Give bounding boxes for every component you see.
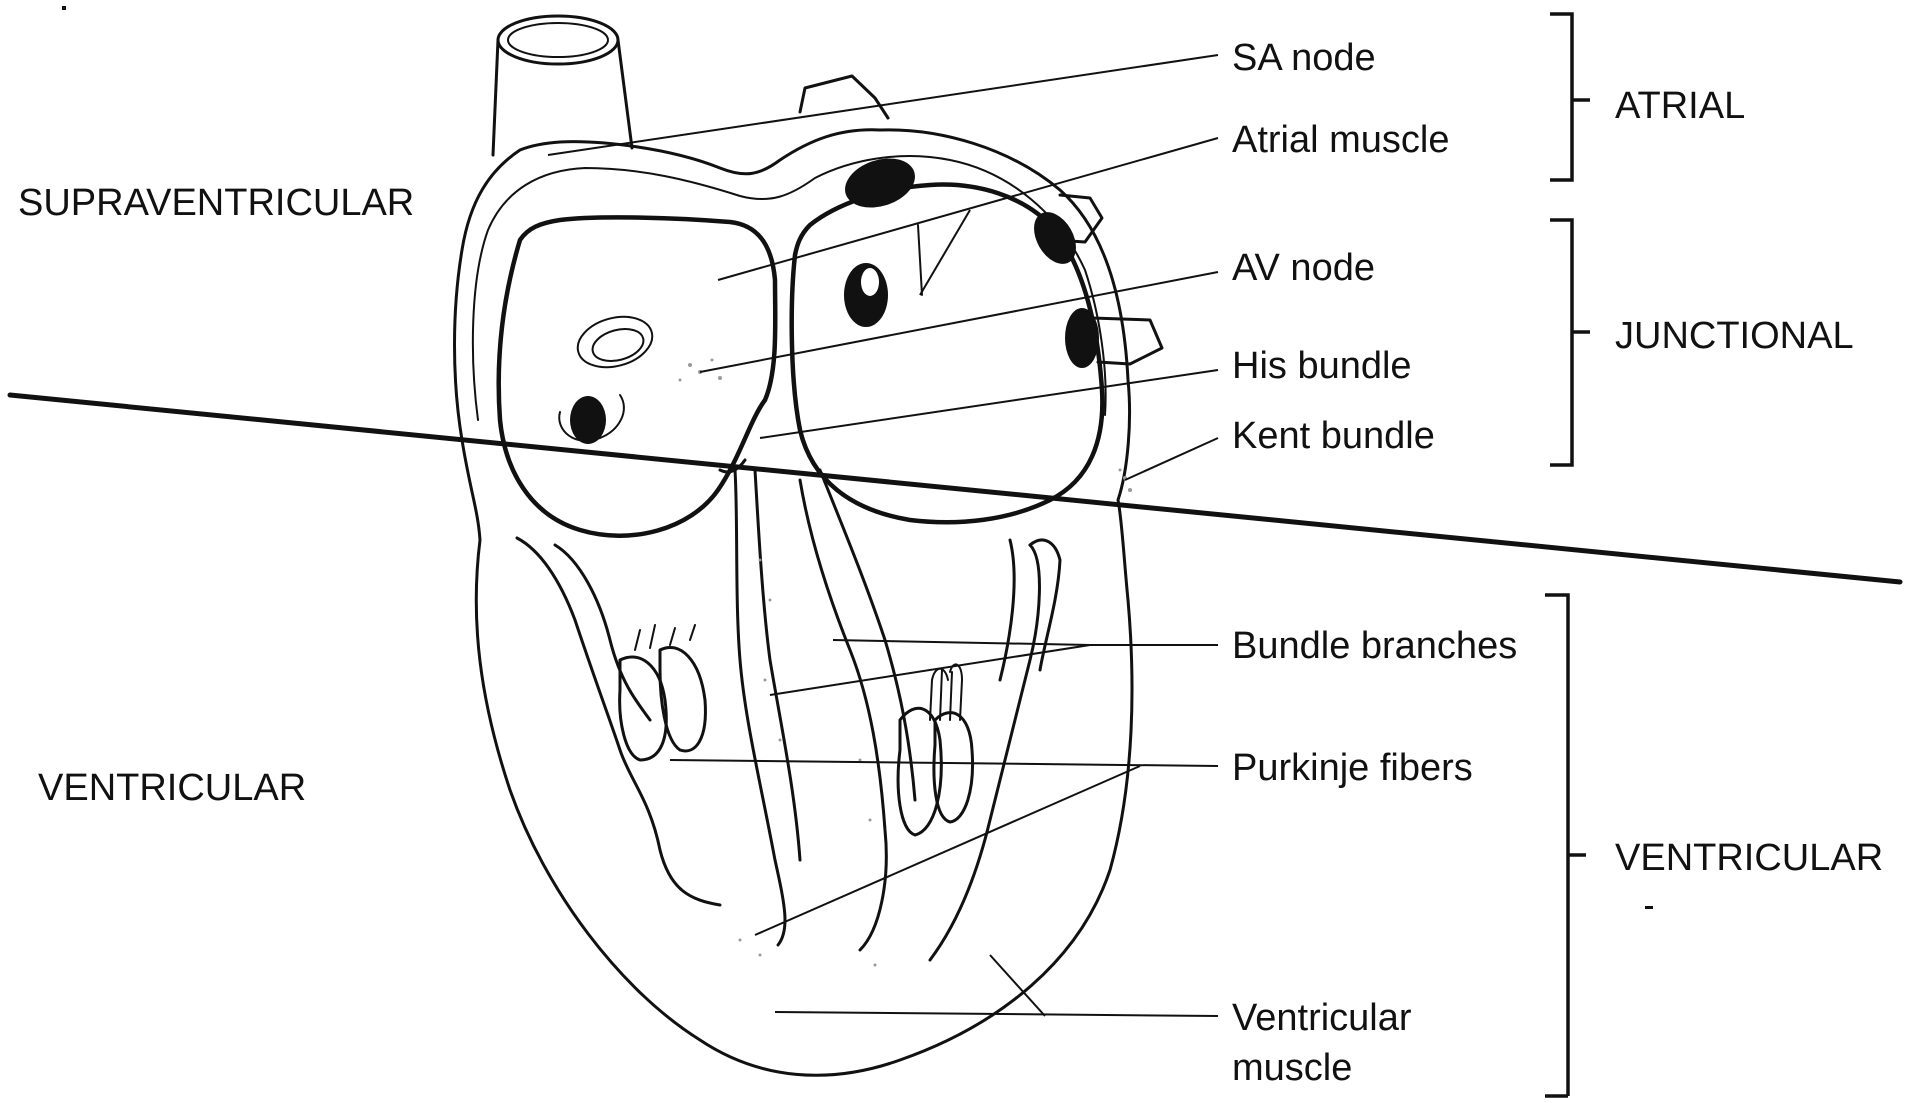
group-label-junctional: JUNCTIONAL — [1615, 315, 1854, 357]
vena-cava-icon — [493, 16, 632, 155]
label-sa-node: SA node — [1232, 37, 1376, 79]
label-kent-bundle: Kent bundle — [1232, 415, 1435, 457]
supraventricular-label: SUPRAVENTRICULAR — [18, 182, 414, 224]
group-label-ventricular: VENTRICULAR — [1615, 837, 1883, 879]
right-atrium — [499, 217, 776, 535]
heart-illustration — [455, 16, 1163, 1075]
structure-labels: SA node Atrial muscle AV node His bundle… — [1232, 37, 1517, 1089]
tissue-stipple — [679, 359, 1133, 967]
supraventricular-ventricular-divider — [10, 395, 1900, 582]
junctional-bracket — [1550, 220, 1590, 465]
scan-speck — [1645, 906, 1653, 909]
label-his-bundle: His bundle — [1232, 345, 1412, 387]
label-ventricular-muscle-line1: Ventricular — [1232, 997, 1412, 1039]
atrial-bracket — [1550, 14, 1590, 180]
label-purkinje-fibers: Purkinje fibers — [1232, 747, 1473, 789]
group-label-atrial: ATRIAL — [1615, 85, 1745, 127]
ventricular-region-label: VENTRICULAR — [38, 767, 306, 809]
label-ventricular-muscle-line2: muscle — [1232, 1047, 1352, 1089]
fossa-ovalis — [572, 309, 658, 375]
label-atrial-muscle: Atrial muscle — [1232, 119, 1450, 161]
scan-speck — [62, 6, 66, 10]
label-bundle-branches: Bundle branches — [1232, 625, 1517, 667]
label-av-node: AV node — [1232, 247, 1375, 289]
group-brackets — [1545, 14, 1590, 1096]
ventricular-bracket — [1545, 595, 1586, 1096]
